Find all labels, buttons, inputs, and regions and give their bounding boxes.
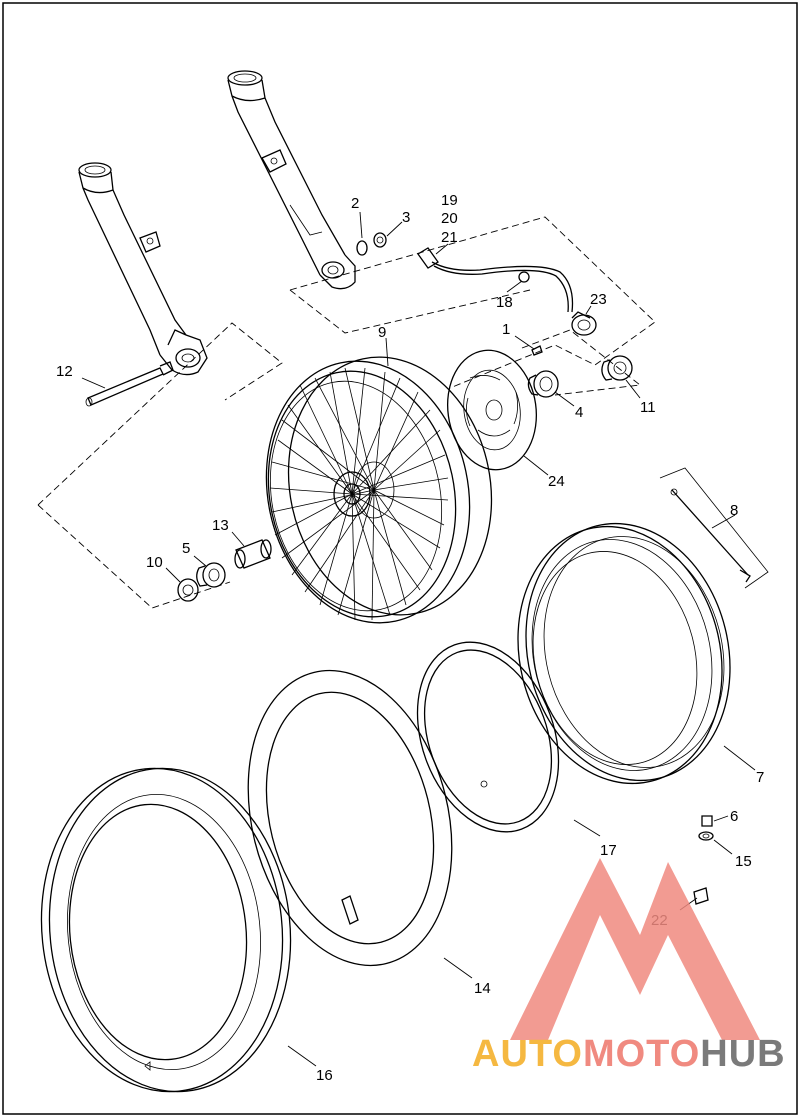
callout-13: 13 [212,517,229,534]
speed-sensor-cable [417,247,597,336]
callout-20: 20 [441,210,458,227]
wheel-spacer-left [177,578,199,602]
wheel-bearing-left [196,562,226,588]
wheel-spoke [670,488,751,583]
callout-10: 10 [146,554,163,571]
callout-24: 24 [548,473,565,490]
callout-4: 4 [575,404,583,421]
callout-2: 2 [351,195,359,212]
spoke-bracket [659,467,769,589]
assembly-guide-bearing [521,329,642,396]
brake-rotor [446,349,538,471]
valve-washer [698,831,714,841]
callout-1: 1 [502,321,510,338]
callout-8: 8 [730,502,738,519]
callout-21: 21 [441,229,458,246]
rim-label [693,887,709,905]
callout-15: 15 [735,853,752,870]
svg-text:AUTOMOTOHUB: AUTOMOTOHUB [472,1033,786,1075]
inner-tube [247,669,453,967]
watermark-triangle-icon [510,858,760,1040]
watermark-auto: AUTO [472,1033,583,1075]
leader-lines [81,211,756,1067]
valve-nut [701,815,713,827]
callout-9: 9 [378,324,386,341]
callout-7: 7 [756,769,764,786]
fork-slider-right [227,70,356,290]
watermark-g-icon [590,980,672,1040]
watermark-hub: HUB [700,1033,785,1075]
wheel-spacer-right [601,355,633,381]
watermark-logo [510,858,760,1040]
callout-18: 18 [496,294,513,311]
callout-11: 11 [640,399,656,416]
callout-6: 6 [730,808,738,825]
assembly-guide-upper-2 [289,289,531,334]
callout-17: 17 [600,842,617,859]
assembly-guide-left [37,322,283,506]
tire [40,767,292,1093]
callout-16: 16 [316,1067,333,1084]
assembly-guide-left-2 [37,504,231,609]
callout-19: 19 [441,192,458,209]
callout-3: 3 [402,209,410,226]
assembly-guide-upper [289,216,656,389]
axle-sleeve [234,539,272,569]
wheel-bearing-right [527,370,559,398]
wheel-rim [517,522,731,785]
fork-slider-left [78,162,208,376]
axle-nut [373,232,387,248]
callout-14: 14 [474,980,491,997]
callout-23: 23 [590,291,607,308]
washer [356,240,368,256]
callout-12: 12 [56,363,73,380]
rim-strip [416,641,560,833]
spoked-wheel-assembly [265,356,493,624]
rotor-screw [531,345,543,356]
callout-5: 5 [182,540,190,557]
front-axle [85,361,174,407]
watermark-moto: MOTO [583,1033,700,1075]
watermark-text: AUTOMOTOHUB [472,1033,786,1075]
